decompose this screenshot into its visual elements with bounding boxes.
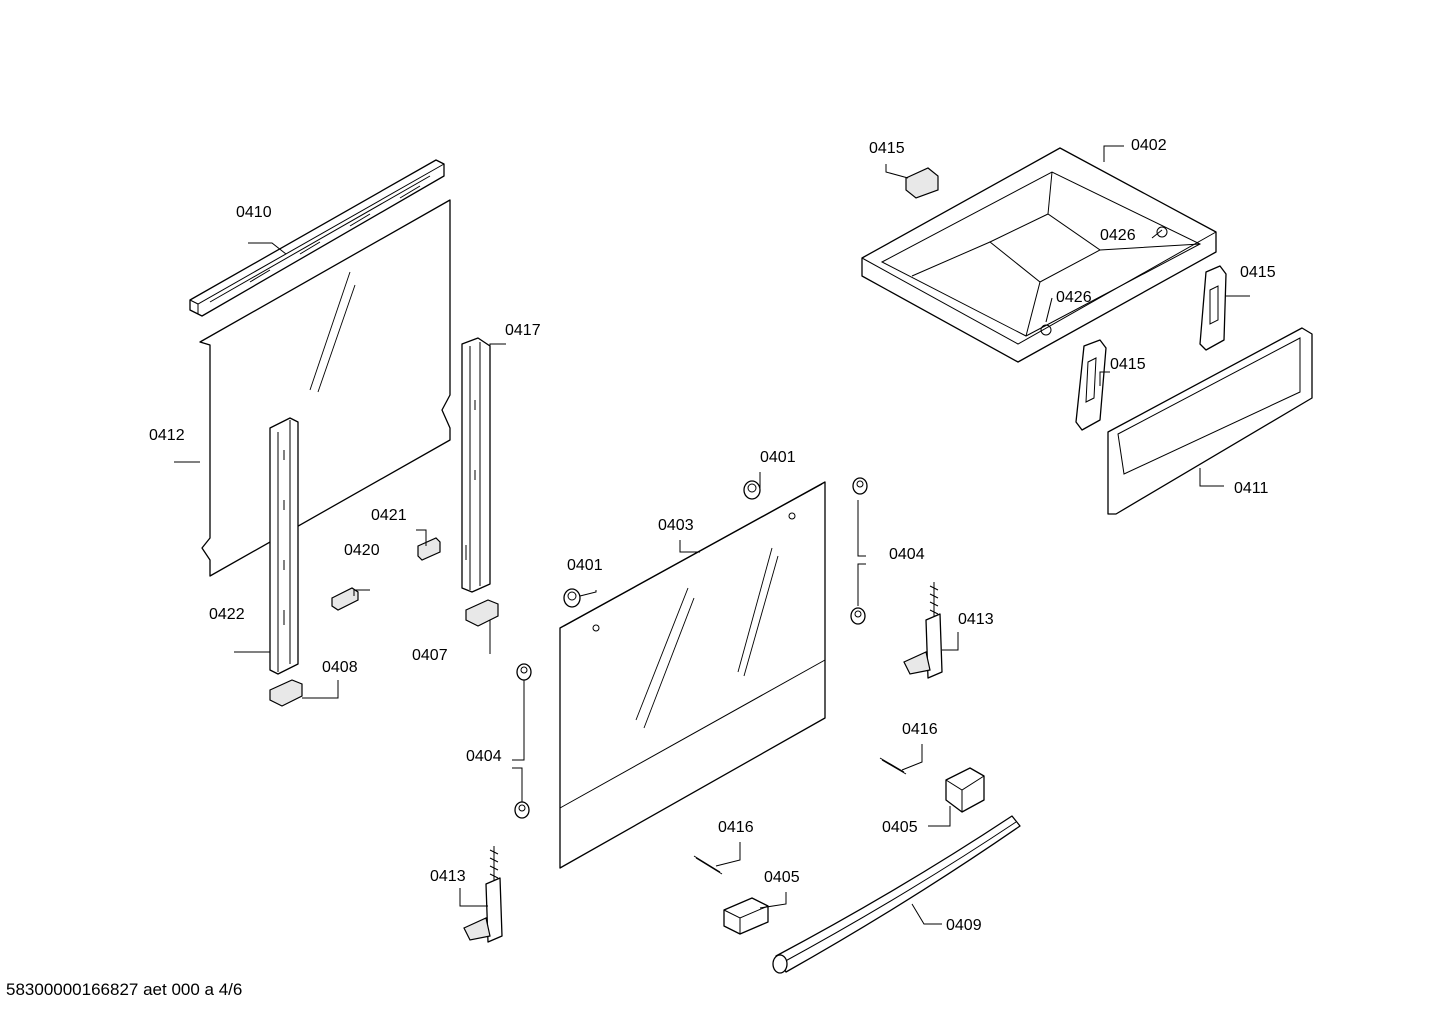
label-0401-upper: 0401	[760, 449, 796, 466]
part-0404-bumper-right-bottom[interactable]	[850, 607, 866, 625]
label-0409: 0409	[946, 917, 982, 934]
part-0404-bumper-left-bottom[interactable]	[514, 801, 530, 819]
part-0405-handle-mount-left[interactable]	[723, 897, 769, 935]
part-0417-side-rail[interactable]	[461, 337, 491, 593]
label-0415-top: 0415	[869, 140, 905, 157]
label-0420: 0420	[344, 542, 380, 559]
label-0404-right: 0404	[889, 546, 925, 563]
part-0407-bracket[interactable]	[465, 599, 499, 627]
label-0402: 0402	[1131, 137, 1167, 154]
part-0420-clip[interactable]	[331, 587, 359, 611]
part-0401-bumper-lower[interactable]	[563, 588, 581, 608]
label-0416-right: 0416	[902, 721, 938, 738]
part-0411-drawer-panel[interactable]	[1107, 327, 1313, 515]
part-0409-door-handle[interactable]	[772, 815, 1021, 974]
part-0404-bumper-right-top[interactable]	[852, 477, 868, 495]
part-0410-top-trim[interactable]	[189, 159, 445, 317]
label-0411: 0411	[1234, 480, 1269, 497]
part-0416-screw-left[interactable]	[693, 855, 723, 875]
label-0415-right: 0415	[1240, 264, 1276, 281]
label-0415-middle: 0415	[1110, 356, 1146, 373]
part-0415-bracket-right[interactable]	[1199, 265, 1227, 351]
label-0405-left: 0405	[764, 869, 800, 886]
part-0413-hinge-right[interactable]	[903, 582, 943, 679]
label-0416-left: 0416	[718, 819, 754, 836]
part-0405-handle-mount-right[interactable]	[945, 767, 985, 813]
label-0413-right: 0413	[958, 611, 994, 628]
part-0416-screw-right[interactable]	[879, 757, 907, 775]
part-0401-bumper-upper[interactable]	[743, 480, 761, 500]
label-0401-lower: 0401	[567, 557, 603, 574]
label-0417: 0417	[505, 322, 541, 339]
part-0415-bracket-middle[interactable]	[1075, 339, 1107, 431]
label-0412: 0412	[149, 427, 185, 444]
part-0402-tray[interactable]	[861, 147, 1217, 363]
part-0422-side-rail[interactable]	[269, 417, 299, 675]
document-code: 58300000166827 aet 000 a 4/6	[6, 980, 243, 999]
leader-lines	[174, 145, 1250, 925]
label-0426-lower: 0426	[1056, 289, 1092, 306]
label-0407: 0407	[412, 647, 448, 664]
part-0408-bracket[interactable]	[269, 679, 303, 707]
label-0426-upper: 0426	[1100, 227, 1136, 244]
label-0404-left: 0404	[466, 748, 502, 765]
label-0413-left: 0413	[430, 868, 466, 885]
label-0405-right: 0405	[882, 819, 918, 836]
label-0410: 0410	[236, 204, 272, 221]
part-0421-clip[interactable]	[417, 537, 441, 561]
label-0421: 0421	[371, 507, 407, 524]
part-0403-oven-door[interactable]	[559, 481, 826, 869]
label-0403: 0403	[658, 517, 694, 534]
label-0408: 0408	[322, 659, 358, 676]
part-0404-bumper-left-top[interactable]	[516, 663, 532, 681]
callout-labels: 0410 0412 0417 0421 0420 0422 0408 0407 …	[149, 137, 1276, 934]
part-0413-hinge-left[interactable]	[463, 846, 503, 943]
part-0412-glass-panel[interactable]	[199, 199, 451, 577]
part-0415-bracket-top[interactable]	[905, 167, 939, 199]
label-0422: 0422	[209, 606, 245, 623]
